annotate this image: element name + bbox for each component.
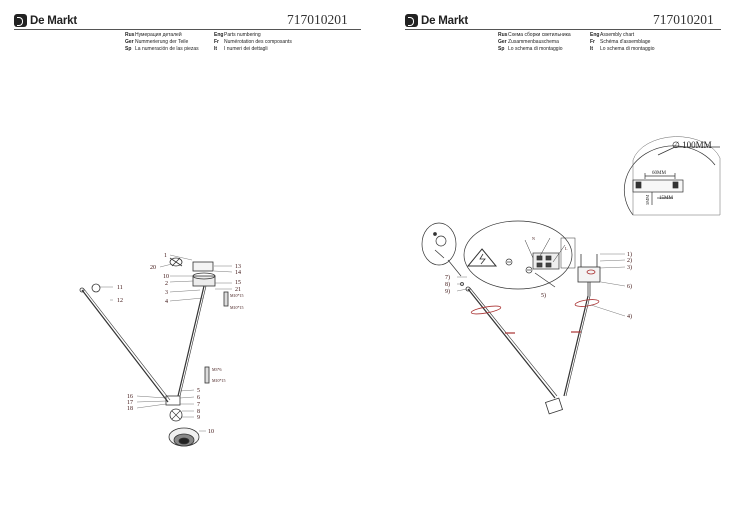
dimension-detail — [623, 136, 721, 216]
width-label: 60MM — [652, 171, 666, 176]
part-label: 2 — [165, 281, 168, 287]
part-label: 7 — [197, 402, 200, 408]
arm-end — [79, 287, 85, 293]
washer — [169, 408, 183, 422]
header-rule — [405, 29, 721, 30]
screw — [223, 291, 229, 307]
part-label: 12 — [117, 298, 123, 304]
part-label: 15 — [235, 280, 241, 286]
part-label: 17 — [127, 400, 133, 406]
part-label: 13 — [235, 264, 241, 270]
step-label: 4) — [627, 313, 632, 320]
wire-label-n: N — [532, 236, 535, 241]
part-label: 16 — [127, 394, 133, 400]
connector-block — [169, 257, 183, 267]
language-headers-col1: RusСхема сборки светильника GerZusammenb… — [498, 32, 571, 53]
part-label: 18 — [127, 406, 133, 412]
brand-logo: De Markt — [14, 14, 77, 27]
step-label: 8) — [445, 281, 450, 288]
part-label: 14 — [235, 270, 241, 276]
step-label: 1) — [627, 251, 632, 258]
logo-icon — [14, 14, 27, 27]
product-code: 717010201 — [653, 12, 714, 27]
canopy-assembly — [577, 254, 601, 296]
logo-text: De Markt — [421, 14, 468, 27]
wire-icon — [169, 257, 183, 267]
wire-label-l: L — [565, 246, 568, 251]
header-row: GerZusammenbauschema — [498, 39, 559, 45]
center-stem — [177, 285, 205, 397]
right-page: De Markt 717010201 RusСхема сборки свети… — [375, 0, 750, 530]
part-label: 20 — [150, 265, 156, 271]
screw-label: M10*15 — [230, 293, 244, 298]
right-arm — [563, 295, 600, 397]
part-label: 4 — [165, 299, 168, 305]
joint-block — [165, 395, 181, 406]
header-row: GerNummerierung der Teile — [125, 39, 189, 45]
wiring-callout — [463, 220, 576, 290]
depth-label: 15MM — [659, 196, 673, 201]
part-label: 11 — [117, 285, 123, 291]
header-row: EngAssembly chart — [590, 32, 635, 38]
logo-text: De Markt — [30, 14, 77, 27]
arm-joint — [91, 283, 101, 293]
assembly-diagram: ∅ 100MM 60MM 15MM 5MM N L — [421, 136, 721, 415]
part-label: 10 — [208, 429, 214, 435]
lamp-head — [544, 397, 564, 415]
header-row: RusНумерация деталей — [125, 32, 182, 38]
logo-icon — [405, 14, 418, 27]
hook-callout — [421, 222, 462, 277]
step-label: 9) — [445, 288, 450, 295]
part-label: 1 — [164, 253, 167, 259]
screw-label: M10*15 — [230, 305, 244, 310]
part-label: 10 — [163, 274, 169, 280]
step-label: 2) — [627, 257, 632, 264]
height-label: 5MM — [645, 195, 650, 205]
step-label: 5) — [541, 292, 546, 299]
mount-bracket — [192, 275, 216, 287]
screw-label: M3*6 — [212, 367, 222, 372]
left-page: De Markt 717010201 RusНумерация деталей … — [14, 12, 361, 447]
screw-label: M10*15 — [212, 378, 226, 383]
brand-logo: De Markt — [405, 14, 468, 27]
part-label: 21 — [235, 287, 241, 293]
left-arm — [460, 282, 558, 399]
part-label: 6 — [197, 395, 200, 401]
part-label: 8 — [197, 409, 200, 415]
header-row: EngParts numbering — [214, 32, 261, 38]
parts-diagram: 1 20 13 14 10 15 2 21 3 4 11 12 5 6 7 8 … — [79, 253, 244, 447]
header-rule — [14, 29, 361, 30]
step-label: 7) — [445, 274, 450, 281]
language-headers-col1: RusНумерация деталей GerNummerierung der… — [125, 32, 199, 53]
header-row: RusСхема сборки светильника — [498, 32, 571, 38]
screw — [204, 366, 210, 384]
part-label: 3 — [165, 290, 168, 296]
product-code: 717010201 — [287, 12, 348, 27]
canopy-plate — [192, 261, 214, 272]
left-arm — [81, 289, 169, 403]
part-label: 5 — [197, 388, 200, 394]
step-label: 6) — [627, 283, 632, 290]
diameter-label: ∅ 100MM — [672, 140, 712, 150]
step-label: 3) — [627, 264, 632, 271]
part-label: 9 — [197, 415, 200, 421]
